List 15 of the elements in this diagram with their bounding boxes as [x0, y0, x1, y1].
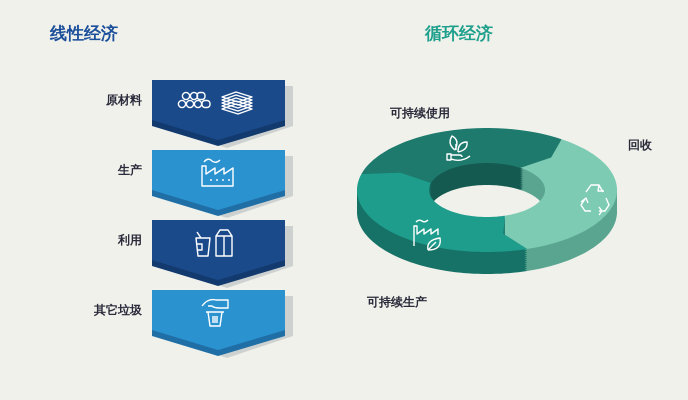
- stage-label: 可持续生产: [367, 294, 427, 311]
- chevron-banner: [152, 220, 293, 288]
- chevron-banner: [152, 290, 293, 358]
- chevron-banner: [152, 80, 293, 148]
- section-heading: 线性经济: [50, 23, 118, 45]
- ring-segment: [357, 172, 528, 274]
- chevron-banner: [152, 150, 293, 218]
- section-heading: 循环经济: [425, 23, 493, 45]
- stage-label: 可持续使用: [390, 105, 450, 122]
- step-label: 其它垃圾: [94, 302, 142, 319]
- step-label: 利用: [118, 232, 142, 249]
- ring-segment: [503, 139, 617, 271]
- step-label: 生产: [118, 162, 142, 179]
- stage-label: 回收: [628, 137, 652, 154]
- step-label: 原材料: [106, 92, 142, 109]
